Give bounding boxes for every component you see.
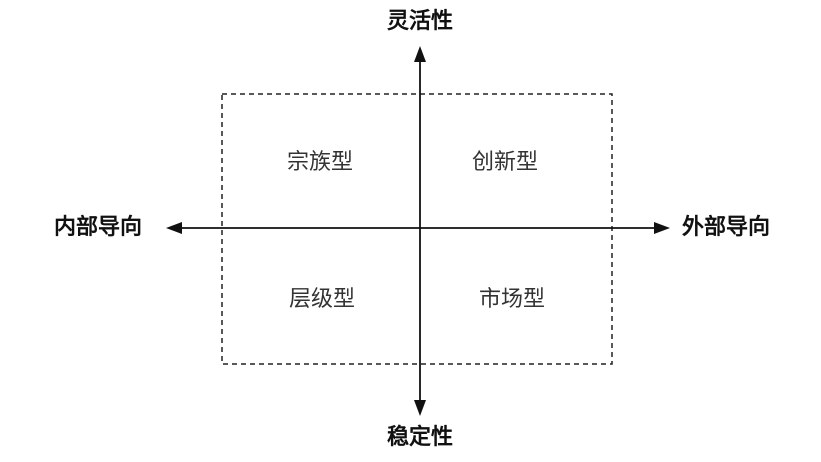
quadrant-label-top-right: 创新型 — [471, 150, 539, 175]
quadrant-label-top-left: 宗族型 — [286, 150, 354, 175]
down-arrowhead — [414, 400, 426, 416]
axis-label-bottom: 稳定性 — [386, 425, 454, 450]
dashed-frame — [221, 93, 613, 365]
quadrant-label-bottom-right: 市场型 — [478, 287, 546, 312]
axis-label-top: 灵活性 — [386, 9, 454, 34]
axis-label-right: 外部导向 — [682, 215, 771, 240]
quadrant-label-bottom-left: 层级型 — [288, 287, 356, 312]
up-arrowhead — [414, 46, 426, 62]
right-arrowhead — [654, 222, 670, 234]
axis-label-left: 内部导向 — [54, 215, 143, 240]
left-arrowhead — [166, 222, 182, 234]
